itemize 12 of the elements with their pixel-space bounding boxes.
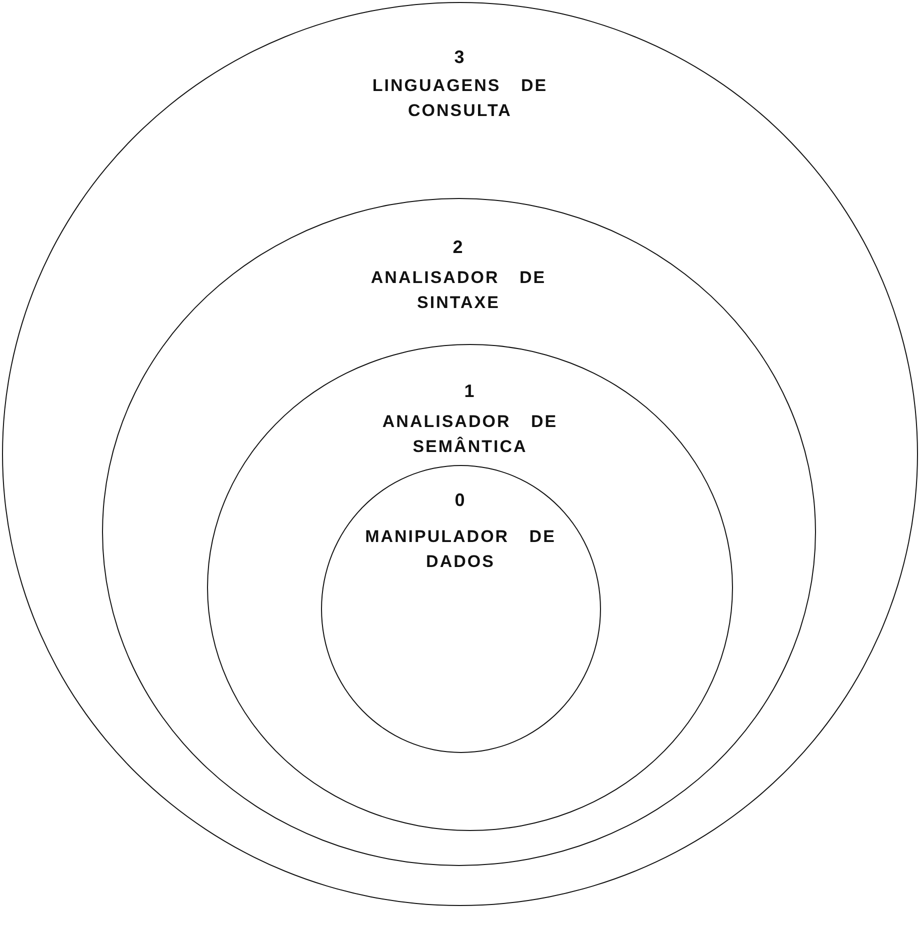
layer-circle [207,344,733,831]
layer-circle [320,464,600,752]
layer-label: MANIPULADOR DE DADOS [364,526,557,572]
layer-number: 2 [452,236,466,258]
layer-circle [2,2,918,906]
layer-number: 3 [453,46,467,69]
layer-label: ANALISADOR DE SINTAXE [370,266,548,314]
layer-label: ANALISADOR DE SEMÂNTICA [381,411,559,458]
layer-label: LINGUAGENS DE CONSULTA [371,75,549,122]
layer-number: 0 [454,488,468,512]
layer-circle [102,198,816,866]
layer-number: 1 [463,380,477,403]
